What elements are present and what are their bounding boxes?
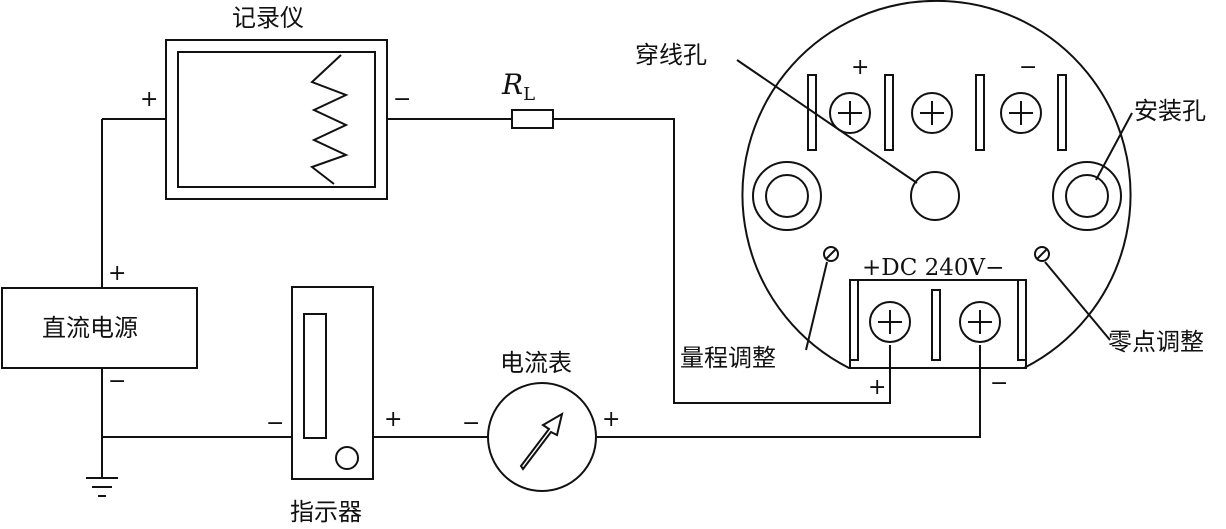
range-adjust-label: 量程调整: [680, 344, 776, 372]
adjust-pots: [823, 246, 1050, 262]
power-label: 直流电源: [42, 314, 138, 342]
mounting-holes: [752, 161, 1122, 231]
mount-hole-label: 安装孔: [1134, 97, 1206, 125]
ammeter-plus: +: [602, 407, 620, 432]
ammeter-minus: −: [462, 411, 480, 436]
indicator: [291, 286, 374, 480]
out-minus: −: [990, 371, 1008, 396]
indicator-plus: +: [384, 407, 402, 432]
indicator-minus: −: [266, 411, 284, 436]
supply-label: +DC 240V−: [862, 255, 1004, 281]
resistor: [511, 109, 554, 129]
wires: [86, 118, 981, 497]
recorder-plus: +: [140, 87, 158, 112]
out-plus: +: [868, 375, 886, 400]
thread-hole-label: 穿线孔: [635, 41, 707, 69]
ammeter-label: 电流表: [500, 349, 572, 377]
dc-power-supply: [1, 287, 198, 369]
leader-lines: [736, 59, 1133, 351]
recorder: [165, 39, 388, 200]
power-minus: −: [108, 369, 126, 394]
power-plus: +: [108, 261, 126, 286]
indicator-label: 指示器: [290, 498, 362, 526]
recorder-label: 记录仪: [232, 4, 304, 32]
top-plus: +: [851, 55, 869, 80]
ammeter: [487, 382, 597, 492]
transmitter-head: [741, 0, 1132, 369]
zero-adjust-label: 零点调整: [1108, 328, 1204, 356]
terminal-screws: [829, 92, 1042, 343]
top-minus: −: [1019, 55, 1037, 80]
recorder-minus: −: [393, 87, 411, 112]
resistor-label: RL: [501, 68, 535, 105]
